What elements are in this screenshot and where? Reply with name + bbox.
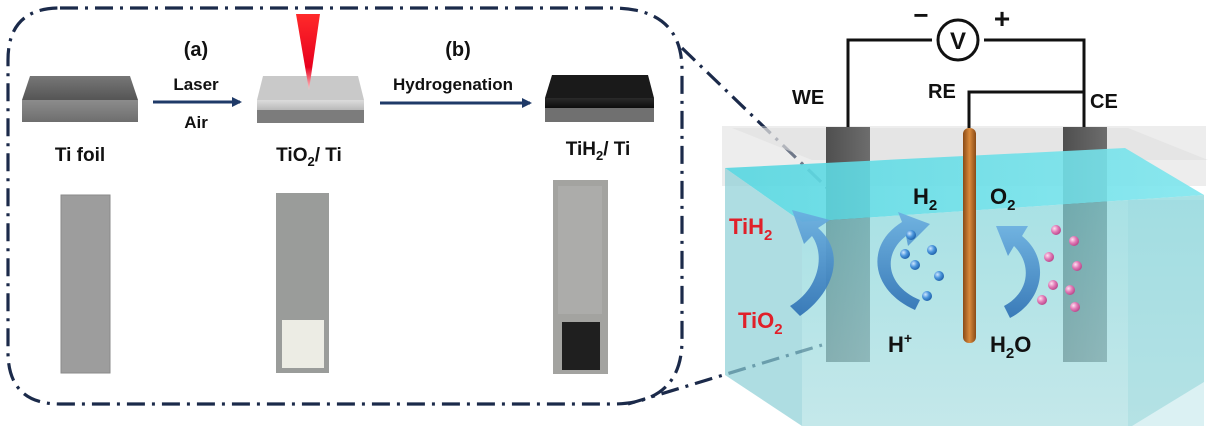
tih2-ti-block [545, 75, 654, 122]
sample-label-ti-foil: Ti foil [55, 145, 105, 166]
label-ce: CE [1090, 91, 1118, 113]
voltmeter-plus: + [994, 3, 1010, 34]
label-h-plus: H+ [888, 330, 912, 357]
label-o2: O2 [990, 184, 1015, 214]
voltmeter-minus: − [913, 0, 928, 30]
wire-re [967, 90, 1084, 128]
step-b-tag: (b) [445, 39, 471, 61]
voltmeter-icon [936, 18, 980, 62]
photo-ti-foil [60, 194, 111, 374]
arrow-hplus-to-h2 [877, 212, 930, 310]
electrolyte-front [725, 168, 802, 426]
wire-ce [984, 38, 1086, 127]
tio2-ti-block [257, 76, 364, 123]
voltmeter-symbol: V [950, 28, 966, 55]
label-tih2: TiH2 [729, 214, 772, 244]
label-we: WE [792, 87, 824, 109]
reference-electrode [963, 128, 976, 343]
label-tio2: TiO2 [738, 308, 783, 338]
laser-beam-icon [296, 14, 320, 90]
label-h2: H2 [913, 184, 937, 214]
ti-foil-block [22, 76, 138, 122]
step-a-condition-top: Laser [173, 75, 219, 94]
label-h2o: H2O [990, 332, 1031, 362]
cell-front-right-edge [1128, 200, 1204, 426]
step-b-condition: Hydrogenation [393, 75, 513, 94]
step-a-condition-bottom: Air [184, 113, 208, 132]
step-a-tag: (a) [184, 39, 208, 61]
sample-label-tio2-ti: TiO2/ Ti [276, 145, 342, 169]
arrow-h2o-to-o2 [996, 226, 1041, 318]
label-re: RE [928, 81, 956, 103]
photo-tio2-ti [276, 193, 329, 373]
process-frame [6, 6, 684, 406]
wire-we [846, 38, 932, 127]
sample-label-tih2-ti: TiH2/ Ti [566, 139, 631, 163]
h2-bubbles [900, 230, 944, 301]
o2-bubbles [1037, 225, 1082, 312]
arrow-tio2-to-tih2 [790, 210, 834, 316]
photo-tih2-ti [553, 180, 608, 374]
